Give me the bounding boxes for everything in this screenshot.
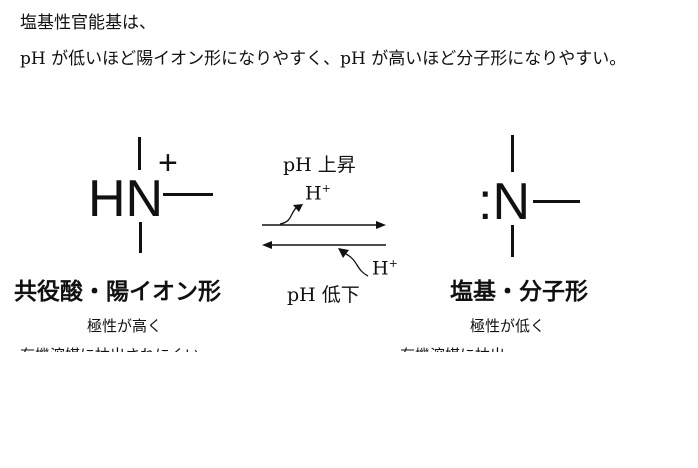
proton-release-curve (279, 207, 297, 225)
bond-up (511, 135, 514, 172)
base-formula: :N (478, 173, 530, 231)
reverse-species: H+ (372, 257, 398, 280)
proton-release-arrowhead (293, 204, 303, 212)
clipped-text-row: 有機溶媒に抽出されにくい 有機溶媒に抽出 (0, 340, 698, 352)
reverse-arrowhead (262, 241, 272, 249)
forward-label: pH 上昇 (283, 154, 356, 176)
reverse-label: pH 低下 (287, 284, 360, 306)
base-polarity: 極性が低く (470, 317, 546, 335)
bond-right (163, 193, 213, 196)
base-label: 塩基・分子形 (450, 278, 588, 305)
acid-label: 共役酸・陽イオン形 (14, 278, 221, 305)
forward-arrowhead (376, 221, 386, 229)
acid-formula: HN (88, 170, 164, 228)
proton-addition-curve (345, 253, 369, 277)
base-extraction: 有機溶媒に抽出 (400, 344, 505, 352)
bond-right (533, 200, 580, 203)
bond-down (139, 222, 142, 253)
acid-extraction: 有機溶媒に抽出されにくい (20, 344, 200, 352)
bond-up (138, 137, 141, 170)
intro-line-1: 塩基性官能基は、 (20, 13, 156, 33)
intro-line-2: pH が低いほど陽イオン形になりやすく、pH が高いほど分子形になりやすい。 (20, 49, 627, 69)
forward-species: H+ (305, 182, 331, 205)
bond-down (511, 225, 514, 257)
proton-addition-arrowhead (338, 248, 349, 258)
positive-charge: + (158, 144, 178, 182)
acid-polarity: 極性が高く (87, 317, 163, 335)
